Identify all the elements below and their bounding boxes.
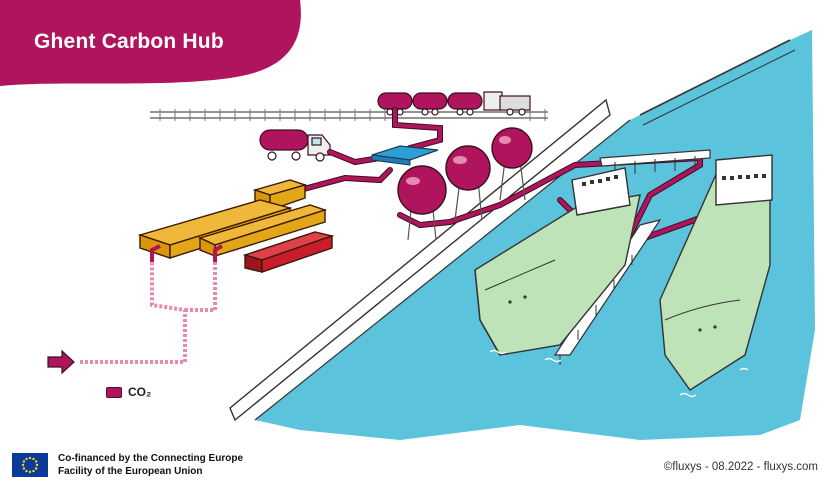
page-title: Ghent Carbon Hub <box>34 30 224 53</box>
rail-tank-cars <box>377 91 531 116</box>
funding-line-1: Co-financed by the Connecting Europe <box>58 453 244 464</box>
railway-track <box>150 109 548 121</box>
legend-swatch-co2 <box>106 386 122 398</box>
legend-label: CO₂ <box>128 385 152 399</box>
quay-wall-top <box>639 39 791 116</box>
credit-text: ©fluxys - 08.2022 - fluxys.com <box>663 461 818 473</box>
funding-notice: Co-financed by the Connecting Europe Fac… <box>12 452 243 478</box>
tank-truck <box>259 129 331 162</box>
title-banner <box>0 0 301 86</box>
ship-left <box>474 167 641 356</box>
legend: CO₂ <box>106 385 151 399</box>
terminal-buildings <box>137 179 335 273</box>
ship-right <box>659 154 773 391</box>
water-ripples <box>489 349 749 398</box>
quay-wall-top-2 <box>642 49 796 126</box>
co2-inlet-pipe <box>80 244 223 364</box>
funding-text: Co-financed by the Connecting Europe Fac… <box>58 452 243 478</box>
spherical-storage-tanks <box>397 127 533 241</box>
arrow-right-icon <box>47 349 75 375</box>
eu-flag-icon <box>12 453 48 477</box>
quay-wall <box>229 98 611 422</box>
funding-line-2: Facility of the European Union <box>58 466 203 477</box>
